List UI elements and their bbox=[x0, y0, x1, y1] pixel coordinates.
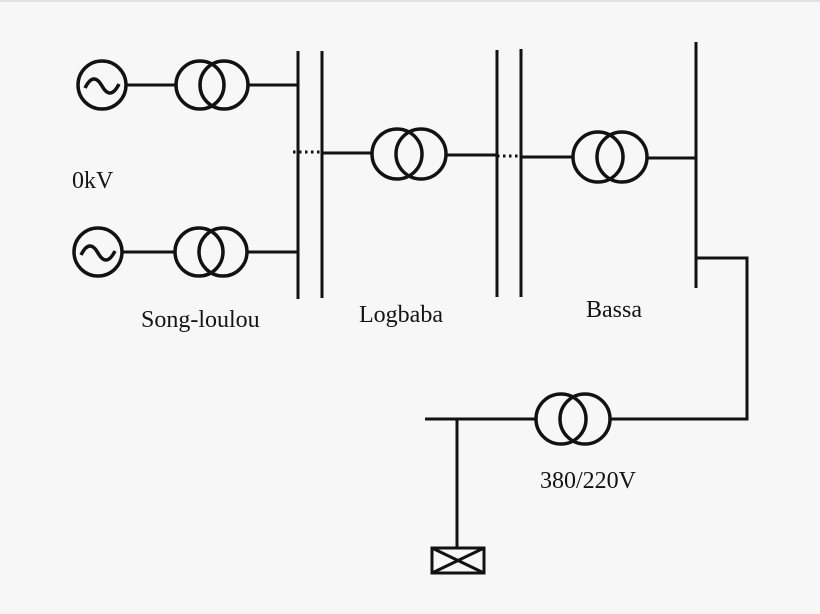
station-label-songloulou: Song-loulou bbox=[141, 307, 260, 333]
station-label-logbaba: Logbaba bbox=[359, 302, 443, 328]
wire bbox=[611, 256, 749, 421]
transformer-icon bbox=[370, 127, 448, 181]
transformer-icon bbox=[174, 59, 250, 111]
load-icon bbox=[430, 546, 486, 575]
transformer-icon bbox=[173, 226, 249, 278]
station-label-bassa: Bassa bbox=[586, 297, 642, 323]
transformer-icon bbox=[534, 392, 612, 446]
voltage-label: 0kV bbox=[72, 168, 114, 194]
generator-icon bbox=[72, 226, 124, 278]
transformer-icon bbox=[571, 130, 649, 184]
transformer-rating-label: 380/220V bbox=[540, 468, 636, 494]
generator-icon bbox=[76, 59, 128, 111]
